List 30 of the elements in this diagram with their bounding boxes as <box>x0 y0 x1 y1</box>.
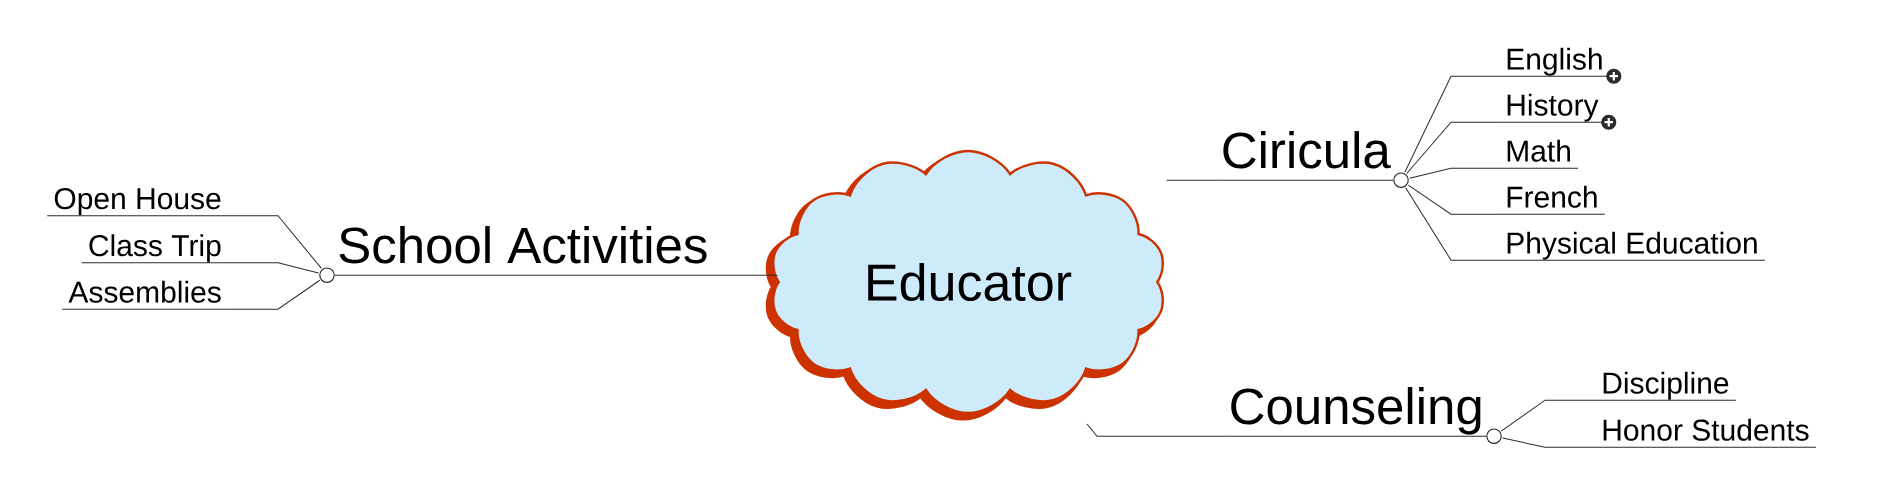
subtopic-label: English <box>1498 47 1611 77</box>
junction-circle <box>1486 428 1502 444</box>
junction-circle <box>319 267 335 283</box>
subtopic-label: Math <box>1498 139 1579 169</box>
subtopic-label: Open House <box>46 188 229 217</box>
connector-line <box>1404 75 1500 173</box>
connector-line <box>227 262 319 274</box>
connector-line <box>1166 179 1220 181</box>
subtopic-label: History <box>1498 93 1606 123</box>
connector-line <box>227 215 322 269</box>
connector-line <box>710 274 778 276</box>
topic-label: Ciricula <box>1218 131 1394 181</box>
junction-circle <box>1393 172 1409 188</box>
central-cloud: Educator <box>765 149 1164 421</box>
subtopic-label: Assemblies <box>61 280 229 310</box>
connector-line <box>1406 121 1500 175</box>
topic-label: School Activities <box>334 226 712 276</box>
connector-line <box>1409 167 1500 179</box>
subtopic-label: Honor Students <box>1594 418 1817 448</box>
topic-label: Counseling <box>1225 387 1487 437</box>
connector-line <box>1407 184 1500 215</box>
connector-line <box>1502 437 1596 448</box>
subtopic-label: French <box>1498 185 1606 215</box>
connector-line <box>1086 423 1227 437</box>
subtopic-label: Class Trip <box>81 234 229 264</box>
subtopic-label: Physical Education <box>1498 231 1766 261</box>
connector-line <box>227 279 321 310</box>
subtopic-label: Discipline <box>1594 371 1737 401</box>
connector-line <box>1405 187 1500 261</box>
connector-line <box>1500 399 1596 432</box>
